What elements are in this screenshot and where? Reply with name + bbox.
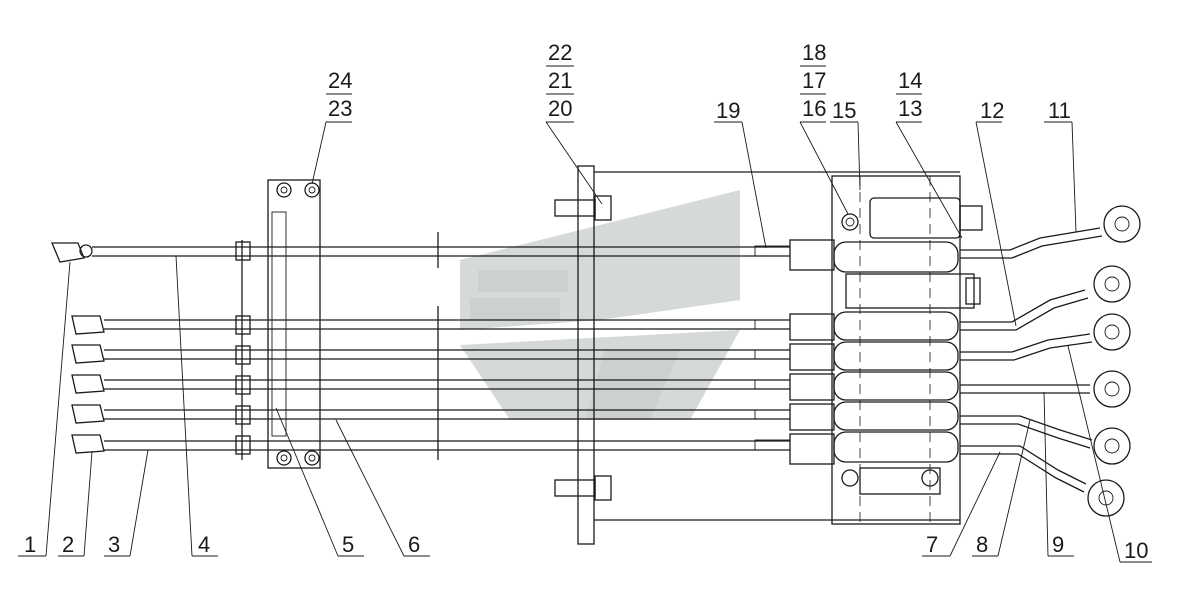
callout-12: 12 (975, 98, 1017, 327)
callout-22-label: 22 (548, 40, 572, 65)
callout-1: 1 (18, 261, 71, 557)
callout-12-label: 12 (980, 98, 1004, 123)
rod-2 (71, 313, 835, 341)
outlet-pipes (960, 205, 1141, 517)
callout-8-label: 8 (976, 532, 988, 557)
callout-8: 8 (972, 419, 1031, 557)
callout-2: 2 (58, 451, 93, 557)
rod-6 (71, 433, 835, 465)
callout-23-24: 24 23 (311, 68, 352, 185)
callout-16-18: 18 17 16 (799, 40, 849, 215)
callout-15: 15 (830, 98, 861, 191)
callout-4-label: 4 (198, 532, 210, 557)
callout-7-label: 7 (926, 532, 938, 557)
callout-5: 5 (275, 407, 364, 557)
callout-21-label: 21 (548, 68, 572, 93)
callout-17-label: 17 (802, 68, 826, 93)
callout-3-label: 3 (108, 532, 120, 557)
rod-3 (71, 343, 835, 371)
callout-6-label: 6 (408, 532, 420, 557)
control-rods (51, 232, 835, 465)
callout-20-label: 20 (548, 96, 572, 121)
callout-10-label: 10 (1124, 538, 1148, 563)
callout-7: 7 (922, 451, 1001, 557)
watermark-logo (460, 190, 740, 420)
callout-2-label: 2 (62, 532, 74, 557)
callouts: 1 2 3 4 5 6 7 (18, 40, 1152, 563)
callout-16-label: 16 (802, 96, 826, 121)
callout-6: 6 (335, 419, 430, 557)
callout-23-label: 23 (328, 96, 352, 121)
callout-20-22: 22 21 20 (545, 40, 603, 205)
callout-9: 9 (1043, 391, 1074, 557)
callout-14-label: 14 (898, 68, 922, 93)
callout-15-label: 15 (832, 98, 856, 123)
callout-24-label: 24 (328, 68, 352, 93)
rod-4 (71, 373, 835, 401)
callout-19-label: 19 (716, 98, 740, 123)
callout-9-label: 9 (1052, 532, 1064, 557)
rod-top (51, 239, 835, 271)
callout-13-14: 14 13 (895, 68, 963, 239)
rod-5 (71, 403, 835, 431)
center-plate (554, 165, 960, 545)
valve-housing (831, 175, 983, 525)
callout-19: 19 (714, 98, 767, 249)
callout-11-label: 11 (1048, 98, 1071, 123)
callout-5-label: 5 (342, 532, 354, 557)
callout-1-label: 1 (24, 532, 36, 557)
callout-13-label: 13 (898, 96, 922, 121)
callout-4: 4 (175, 255, 218, 557)
left-bracket (267, 179, 321, 469)
callout-3: 3 (104, 449, 149, 557)
callout-18-label: 18 (802, 40, 826, 65)
callout-10: 10 (1067, 345, 1152, 563)
callout-11: 11 (1044, 98, 1077, 233)
